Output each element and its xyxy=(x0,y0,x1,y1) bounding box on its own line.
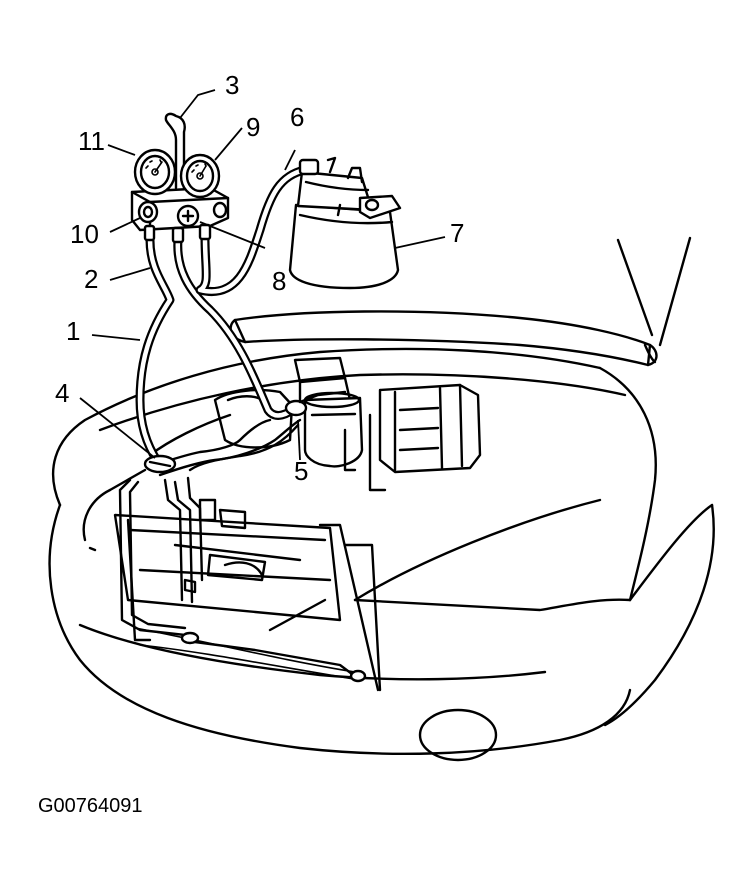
callout-2: 2 xyxy=(84,264,98,294)
callout-leaders xyxy=(79,89,446,461)
callout-11: 11 xyxy=(78,126,105,156)
high-side-valve-knob-icon xyxy=(176,201,228,228)
callout-9: 9 xyxy=(246,112,260,142)
gauge-hook-icon xyxy=(164,112,186,190)
callout-labels: 3 9 11 10 2 8 7 6 1 4 5 xyxy=(55,70,464,486)
high-side-service-port-icon xyxy=(284,399,308,417)
callout-6: 6 xyxy=(290,102,304,132)
fog-lamp-icon xyxy=(418,708,498,762)
callout-10: 10 xyxy=(70,219,99,249)
high-pressure-gauge-icon xyxy=(179,153,221,199)
refrigerant-container xyxy=(288,156,402,290)
callout-5: 5 xyxy=(294,456,308,486)
callout-4: 4 xyxy=(55,378,69,408)
callout-8: 8 xyxy=(272,266,286,296)
callout-1: 1 xyxy=(66,316,80,346)
figure-id-label: G00764091 xyxy=(38,795,143,817)
engine-bay xyxy=(108,356,482,692)
manifold-gauge-set xyxy=(130,112,230,244)
callout-3: 3 xyxy=(225,70,239,100)
low-side-valve-knob-icon xyxy=(137,200,159,224)
callout-7: 7 xyxy=(450,218,464,248)
low-pressure-gauge-icon xyxy=(133,148,177,196)
vehicle-hood xyxy=(229,236,692,367)
refrigerant-hoses xyxy=(118,165,367,683)
